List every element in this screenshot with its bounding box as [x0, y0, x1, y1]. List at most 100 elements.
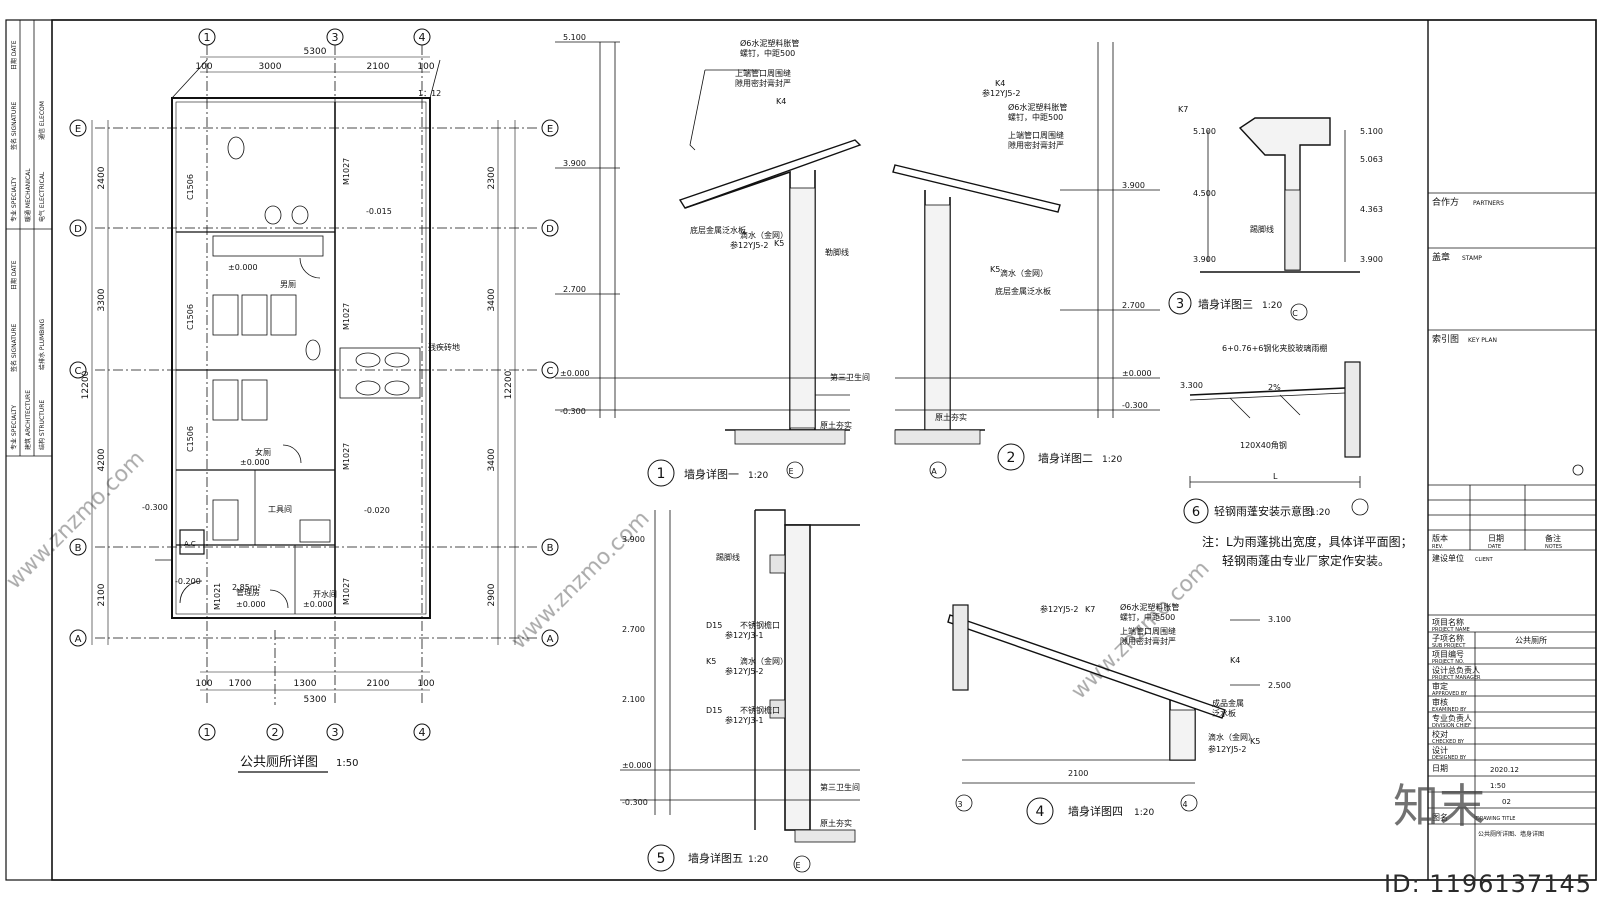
- axis-3-top: 3: [332, 31, 339, 44]
- d5-soil: 原土夯实: [820, 818, 852, 828]
- tb-client-en: CLIENT: [1475, 557, 1494, 563]
- axis-4-bottom: 4: [419, 726, 426, 739]
- d4-std: 参12YJ5-2: [1040, 604, 1079, 614]
- tb-projno-cn: 项目编号: [1432, 649, 1464, 659]
- dim-right-3: 2900: [487, 583, 497, 606]
- d1-elev-5100: 5.100: [563, 33, 586, 42]
- d1-note-2: 上端管口周围缝: [735, 68, 791, 78]
- tb-stamp-cn: 盖章: [1432, 251, 1450, 263]
- d1-drip: 滴水（金网）: [740, 230, 788, 240]
- ramp-slope: 1：12: [418, 89, 441, 98]
- d1-elev-neg300: -0.300: [560, 407, 586, 416]
- d3-num: 3: [1176, 297, 1184, 312]
- tb-approved-en: APPROVED BY: [1432, 691, 1468, 697]
- level-corridor-top: -0.015: [366, 207, 392, 216]
- dim-left-2: 4200: [97, 448, 107, 471]
- tb-project-en: PROJECT NAME: [1432, 627, 1470, 633]
- d3-elev-5100: 5.100: [1193, 127, 1216, 136]
- d3-elev-4363: 4.363: [1360, 205, 1383, 214]
- d4-note-0: Ø6水泥塑料胀管: [1120, 602, 1179, 612]
- d1-ref-k4: K4: [776, 97, 786, 106]
- d5-elev-3900: 3.900: [622, 535, 645, 544]
- dim-top-2: 2100: [367, 62, 390, 72]
- d2-drip: 滴水（金网）: [1000, 268, 1048, 278]
- tb-project-cn: 项目名称: [1432, 617, 1464, 627]
- d4-note-2: 上端管口周围缝: [1120, 626, 1176, 636]
- title-block-frame: [1427, 20, 1596, 880]
- d6-angle: 120X40角钢: [1240, 440, 1287, 450]
- plan-scale: 1:50: [336, 758, 358, 769]
- room-men: 男厕: [280, 280, 296, 289]
- d3-ref-k7: K7: [1178, 105, 1188, 114]
- tb-rev-cn: 版本: [1432, 533, 1448, 543]
- level-women: ±0.000: [240, 458, 270, 467]
- tb-checked-en: CHECKED BY: [1432, 739, 1465, 745]
- d4-ref-k7: K7: [1085, 605, 1095, 614]
- watermark-overlay: www.znzmo.com www.znzmo.com www.znzmo.co…: [2, 446, 1215, 704]
- d5-note-gutter-a: 不锈钢檐口: [740, 620, 780, 630]
- strip-specialty-2: 专业 SPECIALTY: [10, 405, 18, 450]
- d2-scale: 1:20: [1102, 455, 1122, 465]
- d5-num: 5: [657, 851, 666, 867]
- d6-slope: 2%: [1268, 383, 1281, 392]
- plan-dimension-text: 5300 100 3000 2100 100 100 1700 1300 210…: [81, 47, 514, 705]
- detail-6-text: 6+0.76+6钢化夹胶玻璃雨棚 3.300 2% 120X40角钢 L: [1180, 343, 1327, 481]
- axis-E-left: E: [75, 124, 81, 135]
- tb-sub-en: SUB PROJECT: [1432, 643, 1466, 649]
- strip-architecture: 建筑 ARCHITECTURE: [24, 390, 32, 450]
- d3-elev-3900: 3.900: [1193, 255, 1216, 264]
- window-c1506-2: C1506: [186, 304, 195, 330]
- watermark-1: www.znzmo.com: [2, 446, 150, 594]
- tb-manager-cn: 设计总负责人: [1432, 665, 1480, 675]
- d2-elev-000: ±0.000: [1122, 369, 1152, 378]
- d6-elev-3300: 3.300: [1180, 381, 1203, 390]
- dim-bot-1: 1700: [229, 679, 252, 689]
- dim-top-3: 100: [417, 62, 434, 72]
- d1-plinth: 勒脚线: [825, 247, 849, 257]
- tb-drawing-title: 公共厕所详图、墙身详图: [1478, 830, 1544, 838]
- strip-structure: 结构 STRUCTURE: [38, 400, 46, 450]
- axis-4-top: 4: [419, 31, 426, 44]
- level-corridor-bottom: -0.020: [364, 506, 390, 515]
- d1-elev-2700: 2.700: [563, 285, 586, 294]
- d5-skirting: 踢脚线: [716, 552, 740, 562]
- d3-title: 墙身详图三: [1198, 297, 1253, 311]
- d3-plinth: 踢脚线: [1250, 224, 1274, 234]
- d5-elev-000: ±0.000: [622, 761, 652, 770]
- d2-ref-k4: K4: [995, 79, 1005, 88]
- d2-num: 2: [1007, 450, 1016, 466]
- brand-watermark: 知末: [1393, 779, 1485, 833]
- d5-std2-a: 参12YJ3-1: [725, 630, 764, 640]
- door-m1027-3: M1027: [342, 443, 351, 470]
- d5-elev-2100: 2.100: [622, 695, 645, 704]
- detail-2-title: 2 墙身详图二 1:20: [997, 443, 1122, 471]
- room-tool: 工具间: [268, 505, 292, 514]
- d3-axis-C: C: [1292, 309, 1298, 318]
- toilet-floor-plan: [95, 45, 540, 705]
- plan-dimension-lines: [91, 56, 516, 691]
- d4-std-b: 参12YJ5-2: [1208, 744, 1247, 754]
- tb-projno-en: PROJECT NO.: [1432, 659, 1465, 665]
- canopy-detail-6: [1189, 361, 1369, 516]
- tb-date-en: DATE: [1488, 544, 1501, 550]
- left-signature-strip: [6, 20, 52, 457]
- d5-std2-b: 参12YJ3-1: [725, 715, 764, 725]
- dim-bot-3: 2100: [367, 679, 390, 689]
- section-tag: 残疾砖地: [428, 342, 460, 352]
- tb-keyplan-cn: 索引图: [1432, 333, 1459, 345]
- d4-flashing: 泛水板: [1212, 708, 1236, 718]
- window-c1506-3: C1506: [186, 426, 195, 452]
- axis-C-left: C: [75, 366, 82, 377]
- detail-2-text: 3.900 2.700 ±0.000 -0.300 Ø6水泥塑料胀管 螺钉，中距…: [931, 79, 1151, 476]
- d6-L: L: [1273, 472, 1278, 481]
- tb-designed-cn: 设计: [1432, 745, 1448, 755]
- axis-B-right: B: [547, 543, 554, 554]
- tb-sub-value: 公共厕所: [1515, 635, 1547, 645]
- d2-elev-3900: 3.900: [1122, 181, 1145, 190]
- image-id-label: ID: 1196137145: [1384, 870, 1592, 898]
- plan-title: 公共厕所详图: [240, 755, 318, 770]
- window-c1506-1: C1506: [186, 174, 195, 200]
- axis-1-top: 1: [204, 31, 211, 44]
- room-boiling-water: 开水间: [313, 589, 337, 599]
- tb-chief-cn: 专业负责人: [1432, 713, 1472, 723]
